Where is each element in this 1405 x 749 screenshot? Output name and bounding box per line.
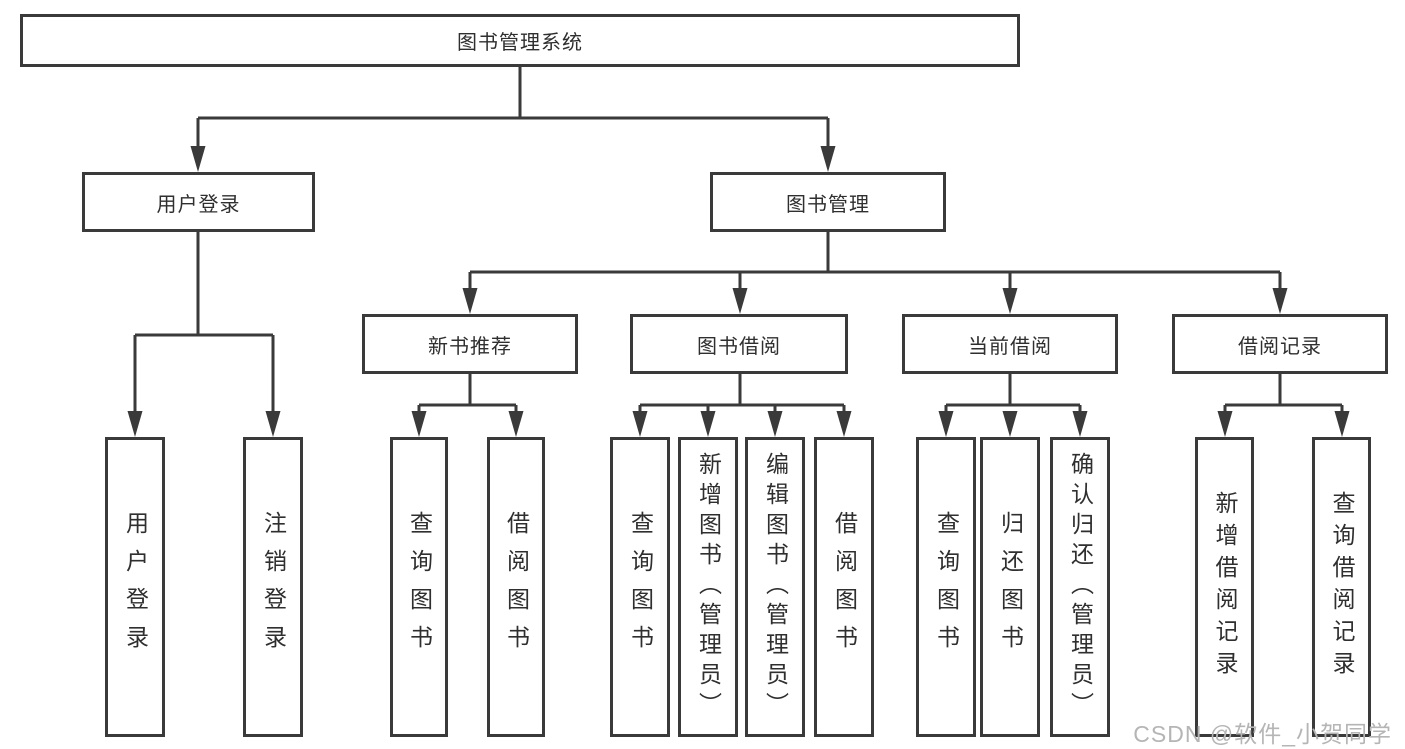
leaf-label: 用户登录 — [122, 511, 149, 663]
node-borrowing-records: 借阅记录 — [1172, 314, 1388, 374]
leaf-return-books: 归还图书 — [980, 437, 1040, 737]
leaf-label: 借阅图书 — [831, 511, 858, 663]
leaf-add-borrow-record: 新增借阅记录 — [1195, 437, 1254, 737]
node-label: 借阅记录 — [1238, 335, 1322, 358]
leaf-label: 查询图书 — [406, 511, 433, 663]
csdn-watermark: CSDN @软件_小贺同学 — [1133, 721, 1392, 747]
leaf-label: 新增借阅记录 — [1212, 491, 1238, 683]
leaf-add-book-admin: 新增图书（管理员） — [678, 437, 738, 737]
leaf-label: 归还图书 — [997, 511, 1024, 663]
leaf-label: 确认归还（管理员） — [1067, 452, 1094, 722]
leaf-edit-book-admin: 编辑图书（管理员） — [745, 437, 805, 737]
leaf-borrow-books-recommend: 借阅图书 — [487, 437, 545, 737]
node-label: 图书借阅 — [697, 335, 781, 358]
node-label: 当前借阅 — [968, 335, 1052, 358]
leaf-user-login: 用户登录 — [105, 437, 165, 737]
leaf-logout: 注销登录 — [243, 437, 303, 737]
leaf-confirm-return-admin: 确认归还（管理员） — [1050, 437, 1110, 737]
node-book-borrowing: 图书借阅 — [630, 314, 848, 374]
node-new-book-recommendation: 新书推荐 — [362, 314, 578, 374]
leaf-label: 查询图书 — [933, 511, 960, 663]
node-label: 图书管理 — [786, 193, 870, 216]
leaf-query-borrow-record: 查询借阅记录 — [1312, 437, 1371, 737]
leaf-borrow-books-borrowing: 借阅图书 — [814, 437, 874, 737]
leaf-label: 编辑图书（管理员） — [762, 452, 789, 722]
node-current-borrowing: 当前借阅 — [902, 314, 1118, 374]
node-label: 图书管理系统 — [457, 32, 583, 54]
node-label: 新书推荐 — [428, 335, 512, 358]
leaf-query-books-recommend: 查询图书 — [390, 437, 448, 737]
node-library-system: 图书管理系统 — [20, 14, 1020, 67]
leaf-label: 新增图书（管理员） — [695, 452, 722, 722]
node-label: 用户登录 — [156, 193, 241, 216]
leaf-label: 借阅图书 — [503, 511, 530, 663]
leaf-query-books-borrowing: 查询图书 — [610, 437, 670, 737]
leaf-label: 注销登录 — [260, 511, 287, 663]
leaf-label: 查询借阅记录 — [1329, 491, 1355, 683]
node-user-login: 用户登录 — [82, 172, 315, 232]
leaf-label: 查询图书 — [627, 511, 654, 663]
node-book-management: 图书管理 — [710, 172, 946, 232]
leaf-query-books-current: 查询图书 — [916, 437, 976, 737]
